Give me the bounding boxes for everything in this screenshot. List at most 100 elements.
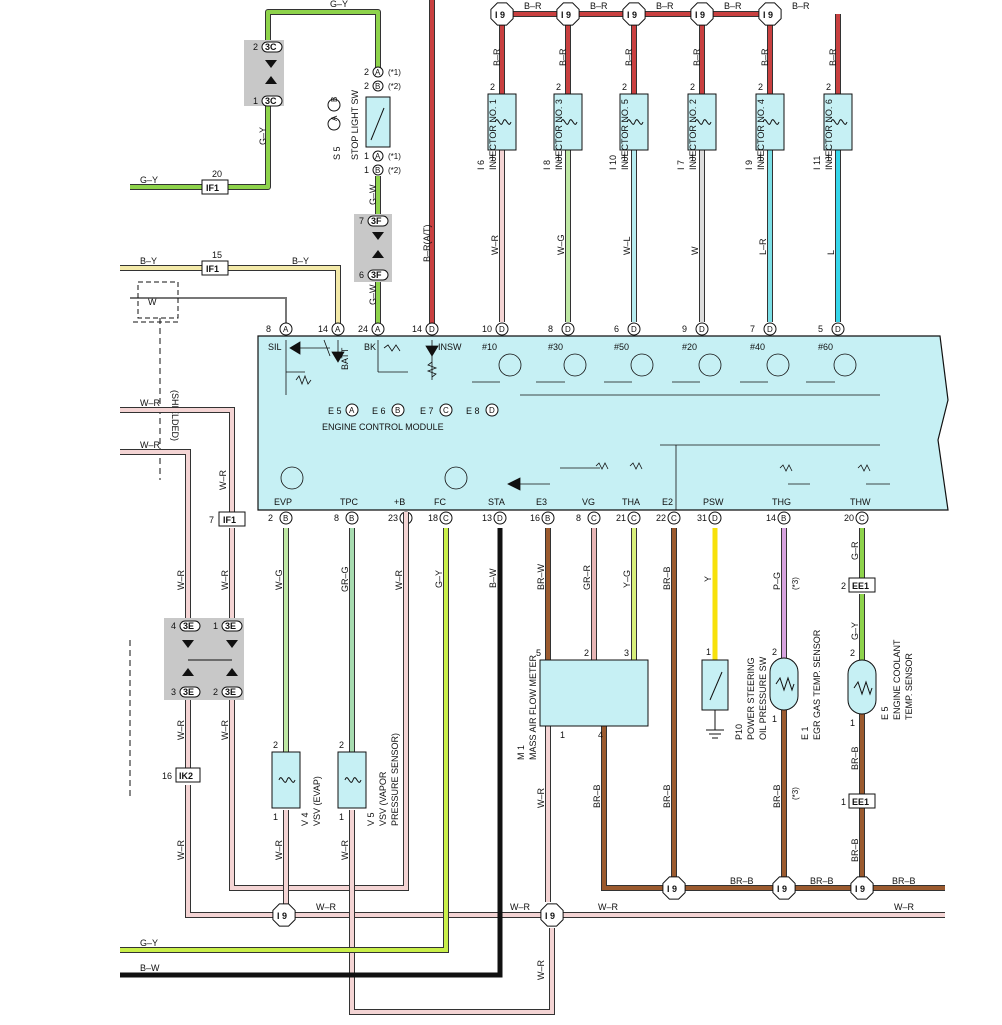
svg-text:IF1: IF1	[206, 183, 219, 193]
ecm-pin-top-7: D6#50	[614, 322, 641, 352]
wire-label-wr-9: W–R	[316, 902, 337, 912]
i9-junction-e2: I 9	[662, 876, 686, 900]
injector-wire-label: W–R	[490, 235, 500, 256]
wire-label-wr-14: W–R	[274, 840, 284, 861]
ecm-terminal-name: E3	[536, 497, 547, 507]
svg-text:PRESSURE SENSOR): PRESSURE SENSOR)	[390, 733, 400, 826]
wire-label-by-right: B–Y	[292, 256, 309, 266]
connector-3e-block	[164, 618, 244, 700]
svg-text:I 9: I 9	[627, 10, 637, 20]
svg-text:2: 2	[490, 82, 495, 92]
wire-label-brb-e2: BR–B	[662, 566, 672, 590]
wire-label-brb-bus-1: BR–B	[730, 876, 754, 886]
svg-text:EE1: EE1	[852, 797, 869, 807]
svg-text:B–R: B–R	[760, 48, 770, 66]
svg-text:STOP LIGHT SW: STOP LIGHT SW	[350, 89, 360, 160]
svg-text:A: A	[283, 325, 289, 334]
wire-label-brb-thw2: BR–B	[850, 838, 860, 862]
wire-label-w: W	[148, 297, 157, 307]
injector-id: I 7	[676, 160, 686, 170]
i9-junction-maf: I 9	[540, 903, 564, 927]
svg-text:2: 2	[826, 82, 831, 92]
vsv-vapor-pressure: 2 1 V 5 VSV (VAPOR PRESSURE SENSOR)	[337, 733, 400, 826]
ecm-terminal-name: #10	[482, 342, 497, 352]
connector-3c: 3C 2 3C 1	[253, 41, 283, 107]
svg-text:(*1): (*1)	[388, 68, 401, 77]
wire-label-brb-maf: BR–B	[592, 784, 602, 808]
svg-text:5: 5	[536, 648, 541, 658]
svg-text:1: 1	[556, 153, 561, 163]
svg-text:E 8: E 8	[466, 406, 480, 416]
vsv-evap: 2 1 V 4 VSV (EVAP)	[271, 740, 322, 826]
svg-text:16: 16	[162, 771, 172, 781]
svg-text:D: D	[631, 325, 637, 334]
i9-junction-top-5: I 9	[758, 2, 782, 26]
ecm-terminal-name: THG	[772, 497, 791, 507]
ecm-terminal-name: E2	[662, 497, 673, 507]
svg-text:1: 1	[706, 647, 711, 657]
svg-text:A: A	[375, 68, 381, 77]
svg-text:B: B	[330, 97, 339, 102]
svg-text:C: C	[591, 514, 597, 523]
svg-text:VSV (VAPOR: VSV (VAPOR	[378, 771, 388, 826]
junction-ik2: IK2 16	[162, 767, 201, 783]
injector-wire-label: L	[826, 250, 836, 255]
svg-text:3: 3	[624, 648, 629, 658]
ecm-terminal-name: FC	[434, 497, 446, 507]
svg-text:MASS AIR FLOW METER: MASS AIR FLOW METER	[528, 654, 538, 760]
wire-label-gw-1: G–W	[368, 184, 378, 205]
svg-text:D: D	[835, 325, 841, 334]
junction-if1-15: IF1 15	[201, 250, 229, 276]
ecm-terminal-name: THW	[850, 497, 871, 507]
svg-text:1: 1	[560, 730, 565, 740]
svg-text:1: 1	[364, 151, 369, 161]
injector-name: INJECTOR NO. 3	[554, 99, 564, 170]
svg-text:2: 2	[622, 82, 627, 92]
wire-label-gw-2: G–W	[368, 284, 378, 305]
svg-text:TEMP. SENSOR: TEMP. SENSOR	[904, 653, 914, 720]
injector-name: INJECTOR NO. 5	[620, 99, 630, 170]
shield-box	[137, 281, 179, 319]
mass-air-flow-meter: 5 2 3 1 4 M 1 MASS AIR FLOW METER	[516, 648, 649, 760]
svg-text:I 9: I 9	[667, 884, 677, 894]
svg-text:1: 1	[339, 812, 344, 822]
svg-text:B: B	[781, 514, 786, 523]
wire-label-gy-vert: G–Y	[258, 127, 268, 145]
wire-label-grg: GR–G	[340, 566, 350, 592]
injector-wire-label: W–L	[622, 236, 632, 255]
ecm-pin-bottom-11: B 14 THG	[766, 497, 791, 525]
ecm-terminal-name: EVP	[274, 497, 292, 507]
connector-3e: 3E 4 3E 1 3E 3 3E 2	[171, 620, 243, 698]
svg-text:14: 14	[766, 513, 776, 523]
svg-text:S 5: S 5	[332, 146, 342, 160]
svg-text:D: D	[429, 325, 435, 334]
wire-label-br-at: B–R(A/T)	[422, 224, 432, 262]
svg-text:3E: 3E	[225, 687, 236, 697]
svg-text:7: 7	[209, 515, 214, 525]
wire-label-yg: Y–G	[622, 570, 632, 588]
svg-text:VSV (EVAP): VSV (EVAP)	[312, 776, 322, 826]
svg-text:1: 1	[826, 153, 831, 163]
ecm-terminal-name: #50	[614, 342, 629, 352]
svg-text:9: 9	[682, 324, 687, 334]
svg-text:D: D	[497, 514, 503, 523]
svg-text:1: 1	[364, 165, 369, 175]
svg-text:2: 2	[758, 82, 763, 92]
svg-text:E 7: E 7	[420, 406, 434, 416]
svg-text:B–R: B–R	[692, 48, 702, 66]
svg-text:E 5: E 5	[328, 406, 342, 416]
svg-text:B: B	[349, 514, 354, 523]
injector-name: INJECTOR NO. 6	[824, 99, 834, 170]
wire-label-wr-11: W–R	[598, 902, 619, 912]
svg-text:8: 8	[334, 513, 339, 523]
wire-label-bw-bottom: B–W	[140, 963, 160, 973]
engine-coolant-temp-sensor: 2 1 E 5 ENGINE COOLANT TEMP. SENSOR	[847, 639, 914, 728]
svg-text:A: A	[335, 325, 341, 334]
svg-text:B–R: B–R	[524, 1, 542, 11]
